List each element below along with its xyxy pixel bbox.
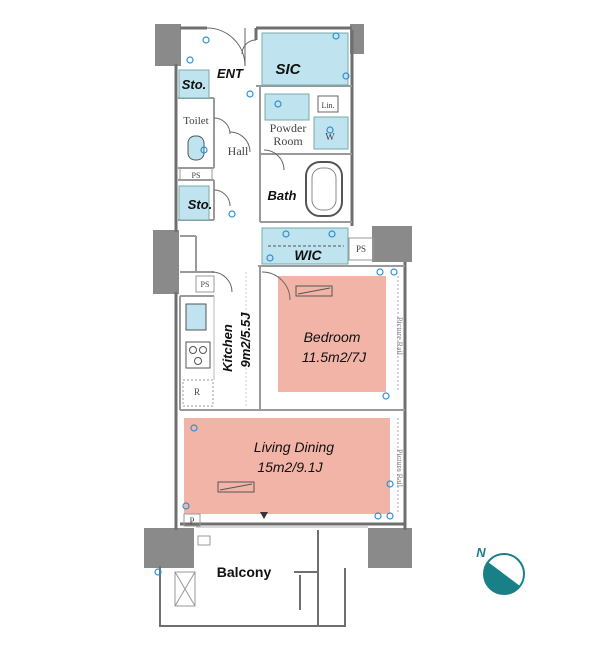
stove-burner-1 <box>189 346 197 354</box>
column-mid-left <box>153 230 179 294</box>
balcony-hatch <box>174 571 196 607</box>
label-sic: SIC <box>275 61 301 78</box>
compass-north-label: N <box>476 545 486 560</box>
pipe-box <box>183 513 201 527</box>
living-aircon-diag <box>219 483 253 491</box>
label-storage-top: Sto. <box>182 77 207 92</box>
column-top-left <box>155 24 181 66</box>
powder-counter <box>264 93 310 121</box>
balcony-drain <box>197 535 211 546</box>
bathtub <box>305 161 343 217</box>
bathtub-inner <box>311 167 337 211</box>
bedroom-aircon-diag <box>297 287 331 295</box>
label-powder-line2: Room <box>273 134 303 148</box>
compass-icon <box>483 553 525 595</box>
stove-burner-3 <box>194 357 202 365</box>
bedroom-aircon <box>295 285 333 297</box>
label-picture-rail-2: Picture Rail <box>395 449 404 488</box>
column-bottom-right <box>368 528 412 568</box>
ps-box-left-top <box>179 167 213 181</box>
kitchen-sink <box>185 303 207 331</box>
label-ent: ENT <box>217 66 244 81</box>
label-kitchen-name: Kitchen <box>220 324 235 372</box>
balcony-outline <box>159 530 346 627</box>
storage-top-area <box>178 69 210 99</box>
label-washer: W <box>325 132 335 143</box>
sic-area <box>261 32 349 86</box>
column-bottom-left <box>144 528 194 568</box>
label-living-name: Living Dining <box>254 439 334 455</box>
label-living-area: 15m2/9.1J <box>257 459 323 475</box>
label-ps-right: PS <box>356 244 366 254</box>
balcony-hatch-diag-2 <box>174 571 196 607</box>
ps-box-right <box>348 237 374 261</box>
label-picture-rail-1: Picture Rail <box>395 317 404 356</box>
electric-fixtures <box>154 32 398 576</box>
living-aircon <box>217 481 255 493</box>
toilet-fixture <box>187 135 205 161</box>
kitchen-stove <box>185 341 211 369</box>
column-mid-right <box>372 226 412 262</box>
living-area <box>184 418 390 514</box>
label-bedroom-area: 11.5m2/7J <box>302 349 367 365</box>
label-hall: Hall <box>228 144 249 158</box>
label-refrigerator: R <box>194 387 200 397</box>
label-bedroom-name: Bedroom <box>304 329 361 345</box>
label-linen: Lin. <box>321 101 334 110</box>
label-ps-left-mid: PS <box>201 280 210 289</box>
label-toilet: Toilet <box>183 115 209 127</box>
label-powder-line1: Powder <box>270 121 307 135</box>
storage-mid-area <box>178 185 210 221</box>
label-wic: WIC <box>294 247 322 263</box>
exterior-walls <box>174 26 407 530</box>
label-pipe: P <box>189 516 194 526</box>
ps-box-left-mid <box>195 275 215 293</box>
label-bath: Bath <box>268 188 297 203</box>
label-storage-mid: Sto. <box>188 197 213 212</box>
label-ps-left-top: PS <box>192 171 201 180</box>
label-kitchen-area: 9m2/5.5J <box>238 312 253 368</box>
entry-arrow-marker <box>260 512 268 519</box>
stove-burner-2 <box>199 346 207 354</box>
doors <box>206 27 291 301</box>
label-balcony: Balcony <box>217 564 272 580</box>
linen-box <box>317 95 339 113</box>
